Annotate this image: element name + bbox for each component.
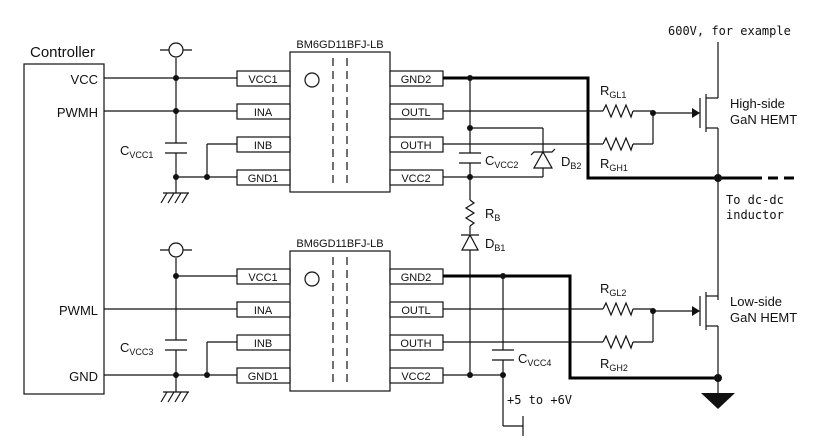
ic-high-pin-outl: OUTL — [401, 107, 430, 119]
wires-high-left — [104, 58, 237, 193]
capacitor-cvcc3 — [165, 339, 187, 351]
ic-low-driver — [236, 250, 444, 392]
resistor-rgh2 — [602, 334, 634, 350]
label-cvcc4: CVCC4 — [518, 351, 551, 368]
label-rb: RB — [485, 206, 500, 223]
label-output-2: inductor — [726, 208, 784, 222]
junction-dot — [173, 174, 179, 180]
label-rgh1: RGH1 — [600, 156, 628, 173]
ic-high-pin-ina: INA — [254, 107, 273, 119]
transistor-high-side — [690, 42, 719, 300]
diode-db1 — [461, 233, 479, 251]
pin-pwml: PWML — [59, 303, 98, 318]
capacitor-cvcc4 — [492, 349, 514, 361]
junction-dot — [173, 108, 179, 114]
ic-high-pin-vcc2: VCC2 — [401, 173, 430, 185]
label-high-side-1: High-side — [730, 96, 785, 111]
switch-node-dot — [714, 174, 722, 182]
resistor-rgh1 — [602, 136, 634, 152]
ground-symbol-power — [701, 393, 735, 409]
junction-dot — [204, 174, 210, 180]
ic-low-pin-gnd1: GND1 — [248, 371, 279, 383]
ic-low-pin-vcc2: VCC2 — [401, 371, 430, 383]
label-supply: +5 to +6V — [507, 393, 572, 407]
ic-low-pin-outh: OUTH — [400, 338, 431, 350]
junction-dot — [650, 110, 656, 116]
controller-block — [23, 63, 105, 395]
capacitor-cvcc1 — [165, 142, 187, 154]
label-rgh2: RGH2 — [600, 356, 628, 373]
label-high-side-2: GaN HEMT — [730, 112, 797, 127]
label-rgl2: RGL2 — [600, 281, 626, 298]
junction-dot — [204, 372, 210, 378]
ic-high-driver — [236, 51, 444, 193]
ic-low-pin-vcc1: VCC1 — [248, 272, 277, 284]
label-high-voltage: 600V, for example — [668, 24, 791, 38]
junction-dot — [650, 308, 656, 314]
resistor-rgl1 — [602, 103, 634, 119]
ic-high-pin-vcc1: VCC1 — [248, 74, 277, 86]
label-low-side-1: Low-side — [730, 294, 782, 309]
label-cvcc3: CVCC3 — [120, 340, 153, 357]
ic-low-pin-inb: INB — [254, 338, 272, 350]
zener-diode-db2 — [530, 148, 556, 169]
controller-title: Controller — [30, 44, 95, 61]
pin-vcc: VCC — [71, 72, 98, 87]
wires-high-right — [443, 78, 690, 200]
junction-dot — [467, 372, 473, 378]
junction-dot — [467, 125, 473, 131]
ic-high-pin-gnd1: GND1 — [248, 173, 279, 185]
vcc-supply-symbol-high — [160, 42, 192, 58]
label-cvcc1: CVCC1 — [120, 143, 153, 160]
junction-dot — [467, 75, 473, 81]
resistor-rb — [464, 199, 476, 227]
ic-low-pin-outl: OUTL — [401, 305, 430, 317]
pin-pwmh: PWMH — [57, 105, 98, 120]
ic-low-part: BM6GD11BFJ-LB — [296, 238, 383, 250]
pin-gnd: GND — [69, 369, 98, 384]
junction-dot — [173, 372, 179, 378]
label-db2: DB2 — [561, 154, 581, 171]
junction-dot — [714, 374, 722, 382]
ground-symbol-low — [160, 391, 189, 403]
junction-dot — [173, 273, 179, 279]
junction-dot — [173, 75, 179, 81]
junction-dot — [500, 273, 506, 279]
ic-high-pin-outh: OUTH — [400, 140, 431, 152]
ground-symbol-high — [160, 192, 189, 204]
label-rgl1: RGL1 — [600, 83, 626, 100]
label-db1: DB1 — [485, 236, 505, 253]
junction-dot — [467, 174, 473, 180]
resistor-rgl2 — [602, 301, 634, 317]
ic-high-pin-inb: INB — [254, 140, 272, 152]
ic-low-pin-ina: INA — [254, 305, 273, 317]
label-cvcc2: CVCC2 — [485, 153, 518, 170]
junction-dot — [500, 372, 506, 378]
ic-high-part: BM6GD11BFJ-LB — [296, 39, 383, 51]
vcc-supply-symbol-low — [160, 242, 192, 258]
wires-low-right — [443, 276, 690, 427]
ic-high-pin-gnd2: GND2 — [401, 74, 432, 86]
wire-low-gnd2-ground — [443, 274, 718, 380]
wires-low-left — [104, 258, 237, 392]
label-output-1: To dc-dc — [726, 193, 784, 207]
wire-high-gnd2-source — [443, 76, 718, 180]
ic-low-pin-gnd2: GND2 — [401, 272, 432, 284]
label-low-side-2: GaN HEMT — [730, 310, 797, 325]
capacitor-cvcc2 — [459, 152, 481, 164]
